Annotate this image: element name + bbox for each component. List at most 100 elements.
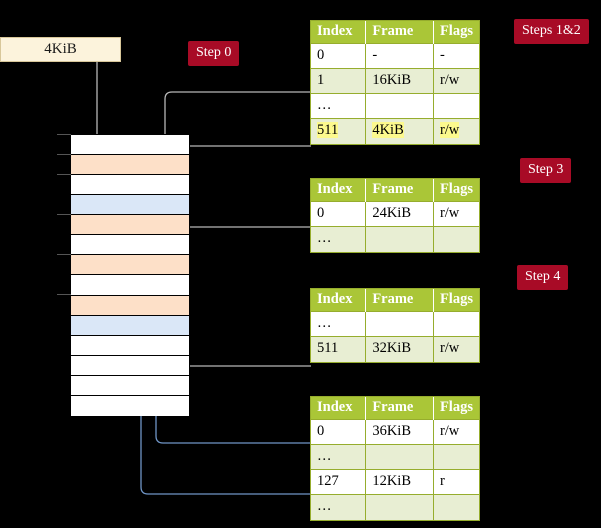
cell-index: 511 [311, 336, 367, 362]
frame-tick [57, 294, 71, 295]
link-table2-row0 [178, 226, 311, 259]
frame-tick [57, 134, 71, 135]
cell-index: 0 [311, 419, 367, 445]
memory-frame [71, 375, 189, 396]
table-row: … [311, 93, 479, 119]
cell-flags: r/w [433, 68, 479, 94]
cell-index: 0 [311, 201, 367, 227]
cell-index: … [311, 226, 367, 252]
cell-frame: 16KiB [365, 68, 434, 94]
memory-frame [71, 395, 189, 416]
badge-step-0-label: Step 0 [196, 45, 232, 60]
table-row: … [311, 311, 479, 337]
cell-flags: r/w [433, 118, 479, 144]
memory-frame [71, 135, 189, 156]
cell-index: 1 [311, 68, 367, 94]
column-header-flags: Flags [433, 21, 479, 44]
cell-frame [365, 311, 434, 337]
cell-flags [433, 494, 479, 520]
column-header-flags: Flags [433, 289, 479, 312]
virtual-address-box: 4KiB [0, 37, 121, 62]
cell-flags: r [433, 469, 479, 495]
memory-frame [71, 315, 189, 336]
badge-step-4-label: Step 4 [525, 269, 561, 284]
cell-index: 511 [311, 118, 367, 144]
link-table4-row0 [154, 327, 311, 444]
memory-frame [71, 215, 189, 236]
badge-step-3-label: Step 3 [528, 162, 564, 177]
badge-steps-1-2: Steps 1&2 [514, 19, 589, 44]
column-header-frame: Frame [365, 179, 434, 202]
cell-flags: r/w [433, 201, 479, 227]
table-row: 0-- [311, 43, 479, 69]
column-header-index: Index [311, 397, 367, 420]
cell-index: … [311, 93, 367, 119]
cell-frame [365, 494, 434, 520]
cell-frame: 4KiB [365, 118, 434, 144]
memory-frame [71, 335, 189, 356]
cell-index: 127 [311, 469, 367, 495]
cell-flags: - [433, 43, 479, 69]
cell-index: … [311, 494, 367, 520]
link-table4-row127 [139, 210, 311, 495]
badge-step-4: Step 4 [517, 265, 569, 290]
cell-flags: r/w [433, 419, 479, 445]
table-row: … [311, 494, 479, 520]
cell-index: … [311, 444, 367, 470]
table-row: … [311, 444, 479, 470]
table-row: … [311, 226, 479, 252]
cell-flags [433, 444, 479, 470]
column-header-frame: Frame [365, 397, 434, 420]
cell-flags: r/w [433, 336, 479, 362]
badge-step-0: Step 0 [188, 41, 240, 66]
badge-steps-1-2-label: Steps 1&2 [522, 23, 581, 38]
cell-index: … [311, 311, 367, 337]
cell-flags [433, 226, 479, 252]
column-header-flags: Flags [433, 179, 479, 202]
physical-memory-frames [70, 134, 190, 416]
column-header-index: Index [311, 289, 367, 312]
frame-tick [57, 254, 71, 255]
cell-frame [365, 226, 434, 252]
cell-frame [365, 93, 434, 119]
virtual-address-label: 4KiB [44, 41, 77, 57]
cell-frame: 36KiB [365, 419, 434, 445]
memory-frame [71, 295, 189, 316]
frame-tick [57, 214, 71, 215]
cell-frame: 12KiB [365, 469, 434, 495]
column-header-frame: Frame [365, 21, 434, 44]
frame-tick [57, 174, 71, 175]
memory-frame [71, 195, 189, 216]
link-table3-row511 [177, 309, 311, 367]
cell-index: 0 [311, 43, 367, 69]
column-header-flags: Flags [433, 397, 479, 420]
cell-frame [365, 444, 434, 470]
cell-frame: - [365, 43, 434, 69]
memory-frame [71, 255, 189, 276]
memory-frame [71, 155, 189, 176]
link-table1-row1 [164, 91, 311, 209]
column-header-index: Index [311, 179, 367, 202]
memory-frame [71, 235, 189, 256]
badge-step-3: Step 3 [520, 158, 572, 183]
cell-frame: 24KiB [365, 201, 434, 227]
frame-tick [57, 154, 71, 155]
cell-flags [433, 311, 479, 337]
